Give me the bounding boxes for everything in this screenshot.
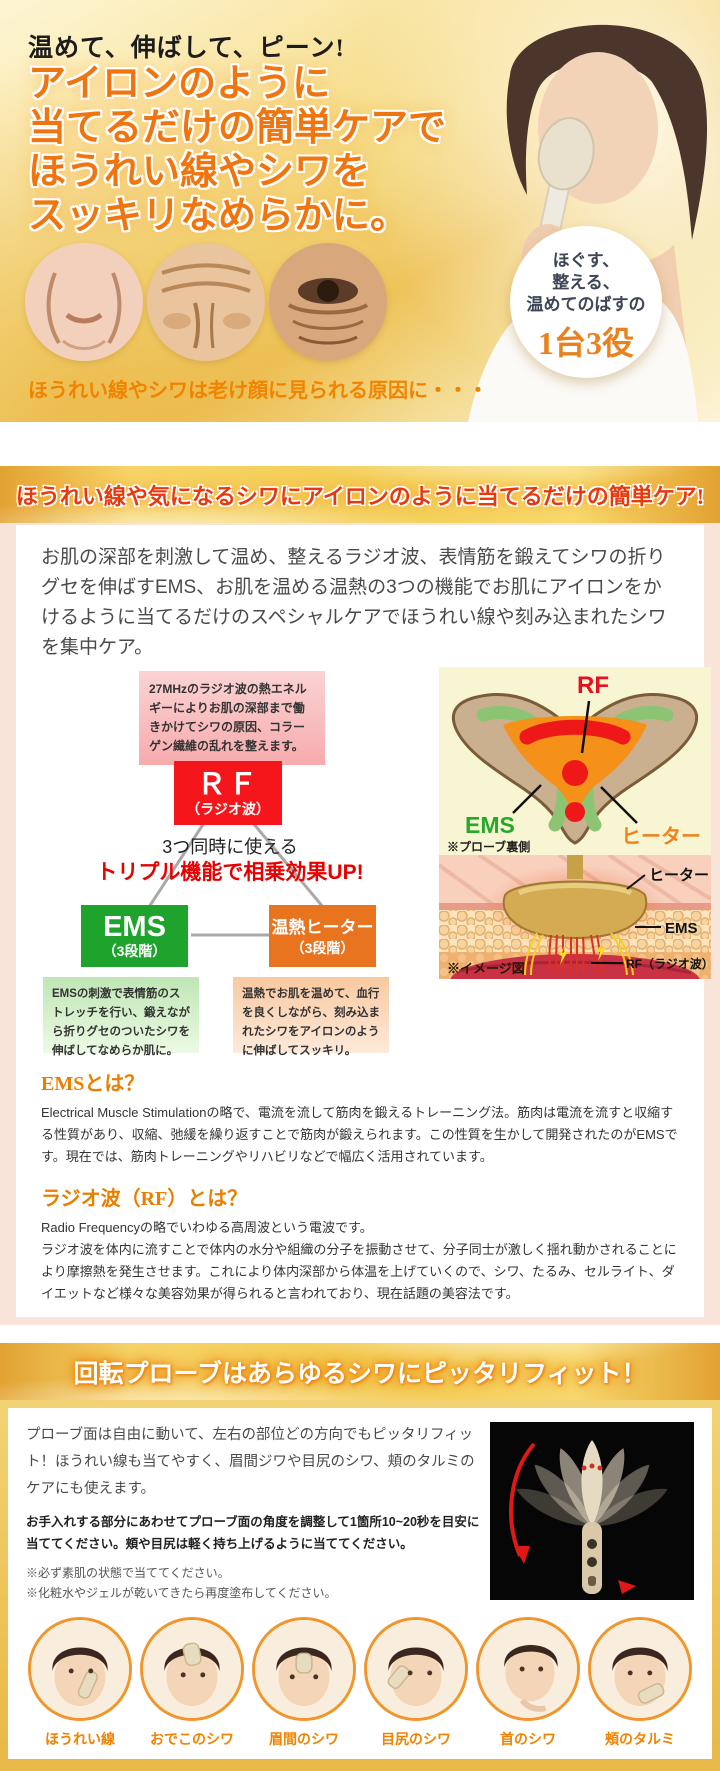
usage-label-3: 眉間のシワ — [269, 1731, 339, 1747]
skin-rf-label: RF（ラジオ波） — [626, 956, 711, 971]
probe-ems-label: EMS — [465, 812, 515, 838]
hero-headline: アイロンのように 当てるだけの簡単ケアで ほうれい線やシワを スッキリなめらかに… — [28, 62, 446, 238]
rf-body: ラジオ波を体内に流すことで体内の水分や組織の分子を振動させて、分子同士が激しく揺… — [41, 1242, 677, 1301]
usage-photo-6 — [588, 1617, 692, 1721]
usage-label-5: 首のシワ — [500, 1731, 556, 1747]
note-bare-skin: ※必ず素肌の状態で当ててください。 — [26, 1566, 230, 1580]
rf-body-line1: Radio Frequencyの略でいわゆる高周波という電波です。 — [41, 1220, 373, 1235]
hero-section: 温めて、伸ばして、ピーン! アイロンのように 当てるだけの簡単ケアで ほうれい線… — [0, 0, 720, 422]
usage-photo-1 — [28, 1617, 132, 1721]
badge-line1: ほぐす、 — [552, 251, 620, 270]
usage-item-5: 首のシワ — [476, 1617, 580, 1749]
white-gap-2 — [0, 1325, 720, 1343]
usage-item-3: 眉間のシワ — [252, 1617, 356, 1749]
section1-header: ほうれい線や気になるシワにアイロンのように当てるだけの簡単ケア! — [15, 483, 705, 509]
note-reapply-gel: ※化粧水やジェルが乾いてきたら再度塗布してください。 — [26, 1586, 337, 1600]
wrinkle-photo-brow — [147, 243, 265, 361]
heater-box-label: 温熱ヒーター — [271, 917, 374, 937]
hero-headline-line3: ほうれい線やシワを — [28, 151, 371, 193]
section2-pad: プローブ面は自由に動いて、左右の部位どの方向でもピッタリフィット！ほうれい線も当… — [0, 1400, 720, 1771]
heater-box-sub: （3段階） — [290, 939, 355, 956]
skin-heater-label: ヒーター — [649, 867, 709, 884]
section1-card: お肌の深部を刺激して温め、整えるラジオ波、表情筋を鍛えてシワの折りグセを伸ばすE… — [16, 525, 714, 1317]
section2-card: プローブ面は自由に動いて、左右の部位どの方向でもピッタリフィット！ほうれい線も当… — [8, 1408, 712, 1759]
diagram-mid-line1: 3つ同時に使える — [162, 837, 298, 857]
section2-instruction: お手入れする部分にあわせてプローブ面の角度を調整して1箇所10~20秒を目安に当… — [26, 1515, 480, 1551]
usage-photo-row: ほうれい線 おでこのシワ 眉間のシワ — [26, 1617, 694, 1749]
rf-note-box: 27MHzのラジオ波の熱エネルギーによりお肌の深部まで働きかけてシワの原因、コラ… — [139, 671, 325, 765]
triple-function-diagram: 27MHzのラジオ波の熱エネルギーによりお肌の深部まで働きかけてシワの原因、コラ… — [41, 667, 714, 1057]
ems-box-label: EMS — [103, 911, 166, 943]
hero-headline-line4: スッキリなめらかに。 — [28, 195, 409, 237]
white-gap — [0, 422, 720, 466]
diagram-mid-line2: トリプル機能で相乗効果UP! — [96, 861, 364, 884]
wrinkle-photo-mouth — [25, 243, 143, 361]
one-unit-three-roles-badge: ほぐす、 整える、 温めてのばすの 1台3役 — [510, 226, 662, 378]
section2-header: 回転プローブはあらゆるシワにピッタリフィット！ — [73, 1360, 647, 1388]
probe-rf-label: RF — [577, 672, 609, 699]
ems-body: Electrical Muscle Stimulationの略で、電流を流して筋… — [41, 1105, 678, 1164]
triangle-connector-lines — [147, 822, 325, 937]
badge-big-text: 1台3役 — [537, 325, 634, 361]
rotating-probe-image — [490, 1422, 694, 1600]
section2-header-band: 回転プローブはあらゆるシワにピッタリフィット！ — [0, 1343, 720, 1400]
usage-item-2: おでこのシワ — [140, 1617, 244, 1749]
probe-heater-label: ヒーター — [621, 825, 701, 848]
section2-notes: ※必ず素肌の状態で当ててください。 ※化粧水やジェルが乾いてきたら再度塗布してく… — [26, 1563, 694, 1603]
usage-photo-3 — [252, 1617, 356, 1721]
usage-item-6: 頬のタルミ — [588, 1617, 692, 1749]
ems-note-box: EMSの刺激で表情筋のストレッチを行い、鍛えながら折りグセのついたシワを伸ばして… — [43, 977, 199, 1057]
section1-header-band: ほうれい線や気になるシワにアイロンのように当てるだけの簡単ケア! — [0, 466, 720, 523]
ems-box-sub: （3段階） — [102, 943, 167, 959]
section1-intro: お肌の深部を刺激して温め、整えるラジオ波、表情筋を鍛えてシワの折りグセを伸ばすE… — [41, 547, 667, 658]
ems-box: EMS （3段階） — [81, 905, 188, 967]
heater-note-box: 温熱でお肌を温めて、血行を良くしながら、刻み込まれたシワをアイロンのように伸ばし… — [233, 977, 389, 1057]
badge-line3: 温めてのばすの — [526, 295, 646, 314]
section1-wrap: お肌の深部を刺激して温め、整えるラジオ波、表情筋を鍛えてシワの折りグセを伸ばすE… — [0, 523, 720, 1325]
skin-caption: ※イメージ図 — [447, 961, 525, 976]
before-photos — [25, 243, 387, 361]
section2-intro: プローブ面は自由に動いて、左右の部位どの方向でもピッタリフィット！ほうれい線も当… — [26, 1427, 475, 1497]
rf-heading: ラジオ波（RF）とは？ — [41, 1188, 248, 1210]
badge-line2: 整える、 — [552, 273, 620, 292]
usage-photo-4 — [364, 1617, 468, 1721]
rf-box-sub: （ラジオ波） — [186, 800, 270, 817]
usage-label-4: 目尻のシワ — [381, 1731, 451, 1747]
usage-photo-2 — [140, 1617, 244, 1721]
probe-caption: ※プローブ裏側 — [447, 839, 530, 854]
wrinkle-photo-eye — [269, 243, 387, 361]
usage-label-2: おでこのシワ — [150, 1731, 234, 1747]
usage-item-4: 目尻のシワ — [364, 1617, 468, 1749]
usage-label-1: ほうれい線 — [45, 1731, 115, 1747]
section2-outer: 回転プローブはあらゆるシワにピッタリフィット！ プローブ面は自由に動いて、左右の… — [0, 1343, 720, 1771]
usage-label-6: 頬のタルミ — [605, 1731, 675, 1747]
hero-headline-line1: アイロンのように — [28, 63, 331, 105]
rf-box-label: ＲＦ — [196, 768, 259, 801]
ems-heading: EMSとは？ — [41, 1073, 145, 1095]
usage-item-1: ほうれい線 — [28, 1617, 132, 1749]
skin-cross-section-image: ヒーター EMS RF（ラジオ波） ※イメージ図 — [437, 853, 714, 1008]
heater-box: 温熱ヒーター （3段階） — [269, 905, 376, 967]
hero-headline-line2: 当てるだけの簡単ケアで — [28, 107, 447, 149]
skin-ems-label: EMS — [665, 920, 698, 937]
hero-caption: ほうれい線やシワは老け顔に見られる原因に・・・ — [28, 380, 488, 402]
hero-tagline: 温めて、伸ばして、ピーン! — [28, 35, 345, 62]
rf-box: ＲＦ （ラジオ波） — [174, 761, 282, 825]
usage-photo-5 — [476, 1617, 580, 1721]
probe-cross-section-diagram: RF EMS ヒーター ※プローブ裏側 — [439, 667, 711, 855]
